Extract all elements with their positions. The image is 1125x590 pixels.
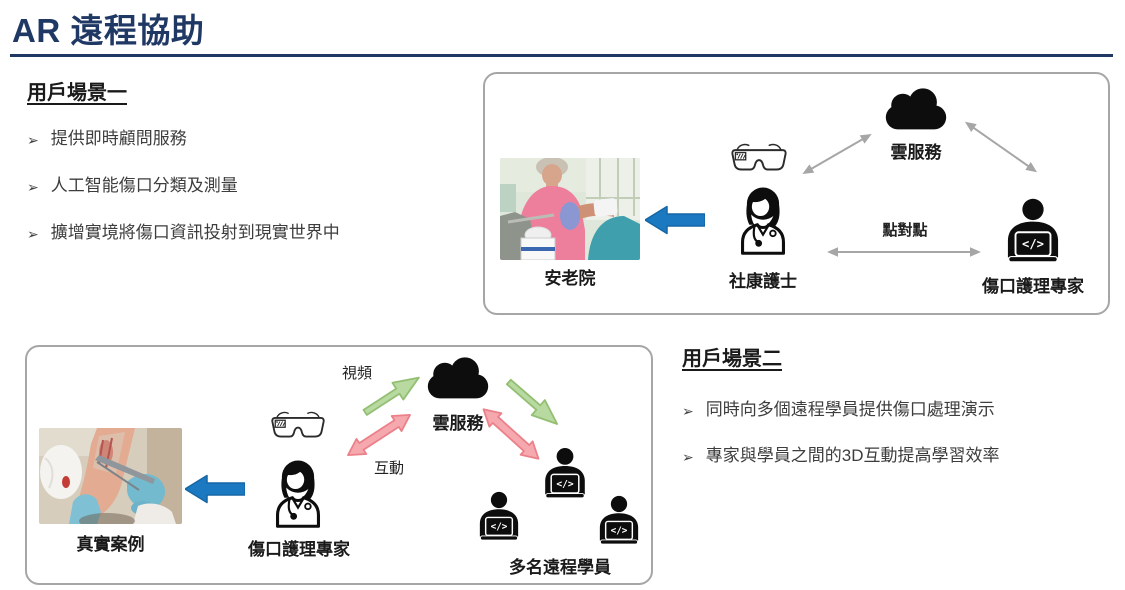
bullet-arrow-icon: ➢ bbox=[682, 403, 694, 419]
ar-smart-glasses-icon bbox=[270, 408, 326, 443]
video-green-arrow-icon bbox=[362, 376, 420, 416]
left-block-arrow-icon bbox=[185, 474, 245, 504]
student-laptop-icon bbox=[590, 489, 648, 555]
bullet-arrow-icon: ➢ bbox=[27, 132, 39, 148]
expert-laptop-icon bbox=[995, 196, 1071, 270]
expert-label: 傷口護理專家 bbox=[248, 540, 350, 559]
elderly-home-label: 安老院 bbox=[544, 269, 596, 288]
interact-pink-arrow-icon bbox=[347, 413, 411, 457]
cloud-icon bbox=[419, 355, 497, 403]
scenario1-diagram: 安老院 社康護士 雲服務 點對點 傷口護理專家 bbox=[483, 72, 1110, 315]
scenario2-diagram: 真實案例 傷口護理專家 視頻 互動 雲服務 多名遠程學員 bbox=[25, 345, 653, 585]
nurse-icon bbox=[267, 453, 329, 535]
cloud-icon bbox=[877, 86, 955, 134]
bullet-arrow-icon: ➢ bbox=[27, 226, 39, 243]
bullet-text: 擴增實境將傷口資訊投射到現實世界中 bbox=[50, 223, 340, 243]
cloud-students-pink-arrow-icon bbox=[482, 408, 540, 460]
real-case-photo-illustration bbox=[39, 428, 182, 524]
real-case-photo bbox=[39, 428, 182, 524]
scenario1-bullet-list: ➢ 提供即時顧問服務 ➢ 人工智能傷口分類及測量 ➢ 擴增實境將傷口資訊投射到現… bbox=[27, 128, 467, 244]
elderly-home-photo-illustration bbox=[500, 158, 640, 260]
students-label: 多名遠程學員 bbox=[509, 558, 611, 577]
bullet-text: 同時向多個遠程學員提供傷口處理演示 bbox=[705, 400, 995, 419]
ar-smart-glasses-icon bbox=[730, 140, 788, 176]
cloud-label: 雲服務 bbox=[432, 414, 484, 433]
scenario1-text-block: 用戶場景一 ➢ 提供即時顧問服務 ➢ 人工智能傷口分類及測量 ➢ 擴增實境將傷口… bbox=[27, 76, 467, 269]
interact-label: 互動 bbox=[373, 460, 404, 477]
bullet-text: 提供即時顧問服務 bbox=[50, 129, 187, 148]
p2p-arrow-icon bbox=[827, 247, 981, 257]
bullet-arrow-icon: ➢ bbox=[27, 179, 39, 196]
nurse-icon bbox=[732, 180, 794, 262]
scenario2-heading: 用戶場景二 bbox=[682, 348, 782, 370]
bullet-text: 人工智能傷口分類及測量 bbox=[50, 176, 238, 196]
elderly-home-photo bbox=[500, 158, 640, 260]
title-divider bbox=[10, 54, 1113, 57]
student-laptop-icon bbox=[470, 485, 528, 551]
bullet-text: 專家與學員之間的3D互動提高學習效率 bbox=[705, 446, 1000, 466]
list-item: ➢ 專家與學員之間的3D互動提高學習效率 bbox=[682, 445, 1112, 467]
cloud-label: 雲服務 bbox=[890, 143, 942, 162]
bullet-arrow-icon: ➢ bbox=[682, 449, 694, 466]
list-item: ➢ 提供即時顧問服務 bbox=[27, 128, 467, 150]
scenario2-text-block: 用戶場景二 ➢ 同時向多個遠程學員提供傷口處理演示 ➢ 專家與學員之間的3D互動… bbox=[682, 342, 1112, 491]
scenario1-heading: 用戶場景一 bbox=[27, 82, 127, 104]
video-label: 視頻 bbox=[341, 365, 372, 382]
nurse-label: 社康護士 bbox=[729, 272, 797, 291]
student-laptop-icon bbox=[535, 440, 595, 510]
real-case-label: 真實案例 bbox=[76, 535, 145, 554]
cloud-students-green-arrow-icon bbox=[505, 378, 559, 425]
glasses-cloud-arrow-icon bbox=[802, 134, 872, 174]
list-item: ➢ 擴增實境將傷口資訊投射到現實世界中 bbox=[27, 222, 467, 244]
expert-label: 傷口護理專家 bbox=[982, 277, 1084, 296]
scenario2-bullet-list: ➢ 同時向多個遠程學員提供傷口處理演示 ➢ 專家與學員之間的3D互動提高學習效率 bbox=[682, 399, 1112, 467]
p2p-label: 點對點 bbox=[882, 222, 928, 239]
list-item: ➢ 人工智能傷口分類及測量 bbox=[27, 175, 467, 197]
page-title: AR 遠程協助 bbox=[12, 12, 205, 49]
left-block-arrow-icon bbox=[645, 205, 705, 235]
cloud-expert-arrow-icon bbox=[964, 121, 1038, 173]
list-item: ➢ 同時向多個遠程學員提供傷口處理演示 bbox=[682, 399, 1112, 421]
